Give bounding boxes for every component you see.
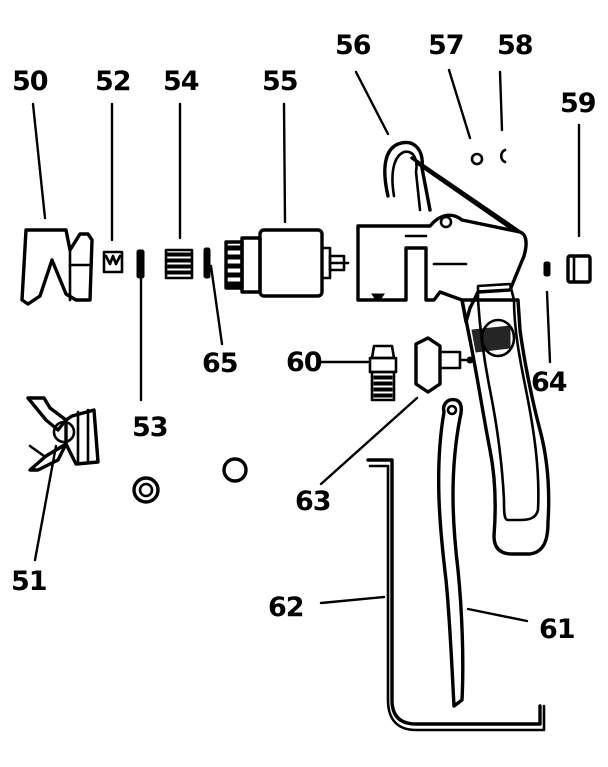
leader-50 — [31, 102, 47, 220]
leader-62 — [319, 595, 386, 605]
part-63-trigger-lock — [414, 336, 474, 394]
leader-51 — [33, 444, 58, 562]
label-50: 50 — [12, 66, 48, 97]
part-50-tip-guard — [20, 228, 94, 306]
label-64: 64 — [531, 367, 567, 398]
leader-56 — [354, 70, 390, 136]
part-55-filter-housing — [224, 228, 350, 298]
part-61-trigger — [436, 397, 465, 708]
leader-lines — [31, 68, 581, 623]
leader-65 — [209, 264, 224, 346]
part-65-oring — [222, 457, 248, 483]
leader-63 — [319, 396, 419, 486]
leader-55 — [282, 102, 287, 224]
part-59-end-cap — [566, 254, 592, 284]
part-54-spring — [164, 248, 194, 280]
part-51-reversible-tip — [26, 396, 100, 472]
part-60-fitting — [368, 344, 398, 402]
label-55: 55 — [262, 66, 298, 97]
part-57-ball — [470, 152, 484, 166]
part-62-hex-wrench — [366, 458, 546, 732]
label-57: 57 — [428, 30, 464, 61]
label-61: 61 — [539, 614, 575, 645]
part-56-gun-body — [356, 140, 551, 556]
part-65-ring-small — [203, 247, 211, 279]
label-54: 54 — [163, 66, 199, 97]
label-65: 65 — [202, 348, 238, 379]
label-63: 63 — [295, 486, 331, 517]
part-53-washer — [132, 476, 160, 504]
part-58-clip — [499, 148, 507, 164]
part-64-oring — [543, 261, 551, 277]
label-62: 62 — [268, 592, 304, 623]
label-59: 59 — [560, 88, 596, 119]
part-52-seal — [102, 250, 124, 274]
leader-58 — [498, 70, 504, 132]
label-56: 56 — [335, 30, 371, 61]
label-60: 60 — [286, 347, 322, 378]
label-53: 53 — [132, 412, 168, 443]
label-51: 51 — [11, 566, 47, 597]
leader-57 — [447, 68, 472, 140]
label-52: 52 — [95, 66, 131, 97]
label-58: 58 — [497, 30, 533, 61]
part-53-ring-small — [136, 249, 145, 279]
leader-64 — [545, 290, 552, 364]
leader-61 — [466, 607, 529, 623]
